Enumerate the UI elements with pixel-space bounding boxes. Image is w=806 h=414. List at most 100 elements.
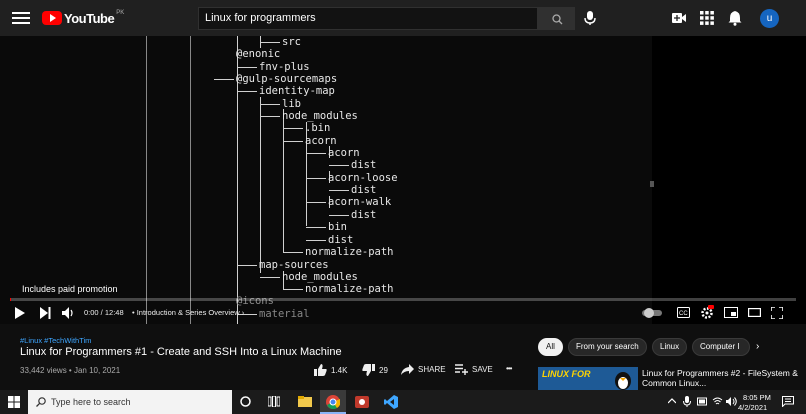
chevron-right-icon[interactable]: ›: [756, 341, 760, 352]
progress-fill: [10, 298, 11, 301]
next-icon[interactable]: [40, 307, 51, 319]
volume-icon[interactable]: [62, 307, 75, 319]
chevron-up-icon[interactable]: [668, 398, 676, 404]
chapter-title[interactable]: • Introduction & Series Overview ›: [132, 308, 245, 317]
tree-line: dist: [328, 234, 354, 246]
chevron-right-icon: ›: [241, 308, 245, 317]
video-player[interactable]: src @enonic fnv-plus @gulp-sourcemaps id…: [0, 36, 806, 324]
chip-all[interactable]: All: [538, 338, 563, 356]
logo-text: YouTube: [64, 10, 115, 26]
save-button[interactable]: SAVE: [455, 364, 493, 375]
tree-line: map-sources: [259, 259, 329, 271]
menu-icon[interactable]: [12, 9, 30, 27]
tree-line: bin: [328, 221, 347, 233]
progress-bar[interactable]: [10, 298, 796, 301]
tree-line: @enonic: [236, 48, 281, 60]
tree-line: acorn: [328, 147, 360, 159]
miniplayer-icon[interactable]: [724, 307, 738, 318]
chip-from-your-search[interactable]: From your search: [568, 338, 647, 356]
snip-tool-icon[interactable]: [349, 390, 375, 414]
taskbar-search-input[interactable]: Type here to search: [28, 390, 232, 414]
youtube-play-icon: [42, 11, 62, 25]
clock-date[interactable]: 4/2/2021: [738, 403, 768, 412]
autoplay-toggle[interactable]: [640, 306, 664, 320]
tree-line: node_modules: [282, 110, 358, 122]
video-details: #Linux #TechWithTim Linux for Programmer…: [0, 324, 806, 390]
time-display: 0:00 / 12:48: [84, 308, 124, 317]
video-title: Linux for Programmers #1 - Create and SS…: [20, 346, 342, 358]
task-view-icon[interactable]: [268, 396, 280, 407]
chrome-icon[interactable]: [320, 390, 346, 414]
tree-line: identity-map: [259, 85, 335, 97]
tree-line: dist: [351, 209, 377, 221]
settings-icon[interactable]: [700, 305, 714, 319]
video-frame: src @enonic fnv-plus @gulp-sourcemaps id…: [0, 36, 654, 324]
tree-line: @gulp-sourcemaps: [236, 73, 338, 85]
tree-line: dist: [351, 159, 377, 171]
share-button[interactable]: SHARE: [401, 364, 446, 375]
save-label: SAVE: [472, 365, 493, 374]
notifications-icon[interactable]: [728, 10, 742, 26]
wifi-icon[interactable]: [712, 396, 723, 406]
tree-line: .bin: [305, 122, 331, 134]
search-button[interactable]: [538, 7, 575, 30]
theater-mode-icon[interactable]: [748, 308, 761, 317]
like-button[interactable]: 1.4K: [314, 364, 347, 376]
tree-line: acorn-loose: [328, 172, 398, 184]
dislike-count: 29: [379, 365, 388, 375]
fullscreen-icon[interactable]: [771, 307, 783, 319]
thumbs-down-icon: [362, 364, 375, 376]
volume-icon[interactable]: [726, 396, 738, 407]
tree-line: @icons: [236, 295, 274, 307]
create-video-icon[interactable]: [672, 11, 686, 23]
avatar[interactable]: u: [760, 9, 779, 28]
player-controls: 0:00 / 12:48 • Introduction & Series Ove…: [0, 302, 806, 324]
share-icon: [401, 364, 414, 375]
paid-promotion-label: Includes paid promotion: [22, 284, 118, 294]
tree-line: acorn: [305, 135, 337, 147]
vscode-icon[interactable]: [378, 390, 404, 414]
chip-computer[interactable]: Computer I: [692, 338, 750, 356]
search-icon: [36, 397, 46, 407]
hashtags[interactable]: #Linux #TechWithTim: [20, 336, 92, 345]
notification-center-icon[interactable]: [782, 396, 794, 407]
mic-icon[interactable]: [583, 10, 597, 26]
tux-penguin-icon: [615, 372, 631, 390]
recommended-video-title[interactable]: Linux for Programmers #2 - FileSystem & …: [642, 368, 798, 388]
tree-line: src: [282, 36, 301, 48]
chip-linux[interactable]: Linux: [652, 338, 688, 356]
like-count: 1.4K: [331, 365, 348, 375]
view-count-date: 33,442 views • Jan 10, 2021: [20, 366, 121, 375]
clock-time[interactable]: 8:05 PM: [743, 393, 771, 402]
more-actions-button[interactable]: •••: [506, 364, 512, 373]
cortana-icon[interactable]: [240, 396, 251, 407]
svg-text:CC: CC: [679, 311, 688, 317]
youtube-logo[interactable]: YouTube PK: [42, 10, 124, 26]
play-icon[interactable]: [14, 307, 25, 319]
directory-tree: src @enonic fnv-plus @gulp-sourcemaps id…: [0, 36, 652, 324]
more-icon: •••: [506, 364, 512, 373]
file-explorer-icon[interactable]: [292, 390, 318, 414]
masthead: YouTube PK Linux for programmers: [0, 0, 806, 36]
recommended-thumbnail[interactable]: LINUX FOR: [538, 367, 638, 390]
share-label: SHARE: [418, 365, 446, 374]
tree-line: normalize-path: [305, 283, 394, 295]
search-input[interactable]: Linux for programmers: [198, 7, 538, 30]
tree-line: material: [259, 308, 310, 320]
mic-icon[interactable]: [683, 396, 691, 408]
dislike-button[interactable]: 29: [362, 364, 388, 376]
taskbar-search-placeholder: Type here to search: [51, 397, 131, 407]
tree-line: normalize-path: [305, 246, 394, 258]
tree-line: acorn-walk: [328, 196, 392, 208]
battery-icon[interactable]: [697, 397, 708, 406]
tree-line: fnv-plus: [259, 61, 310, 73]
apps-icon[interactable]: [700, 11, 714, 25]
tree-line: lib: [282, 98, 301, 110]
tree-line: node_modules: [282, 271, 358, 283]
captions-icon[interactable]: CC: [677, 307, 690, 318]
search-icon: [552, 14, 563, 25]
tree-line: dist: [351, 184, 377, 196]
thumbnail-text: LINUX FOR: [542, 369, 591, 379]
windows-start-icon[interactable]: [8, 396, 20, 408]
logo-region: PK: [116, 10, 125, 16]
